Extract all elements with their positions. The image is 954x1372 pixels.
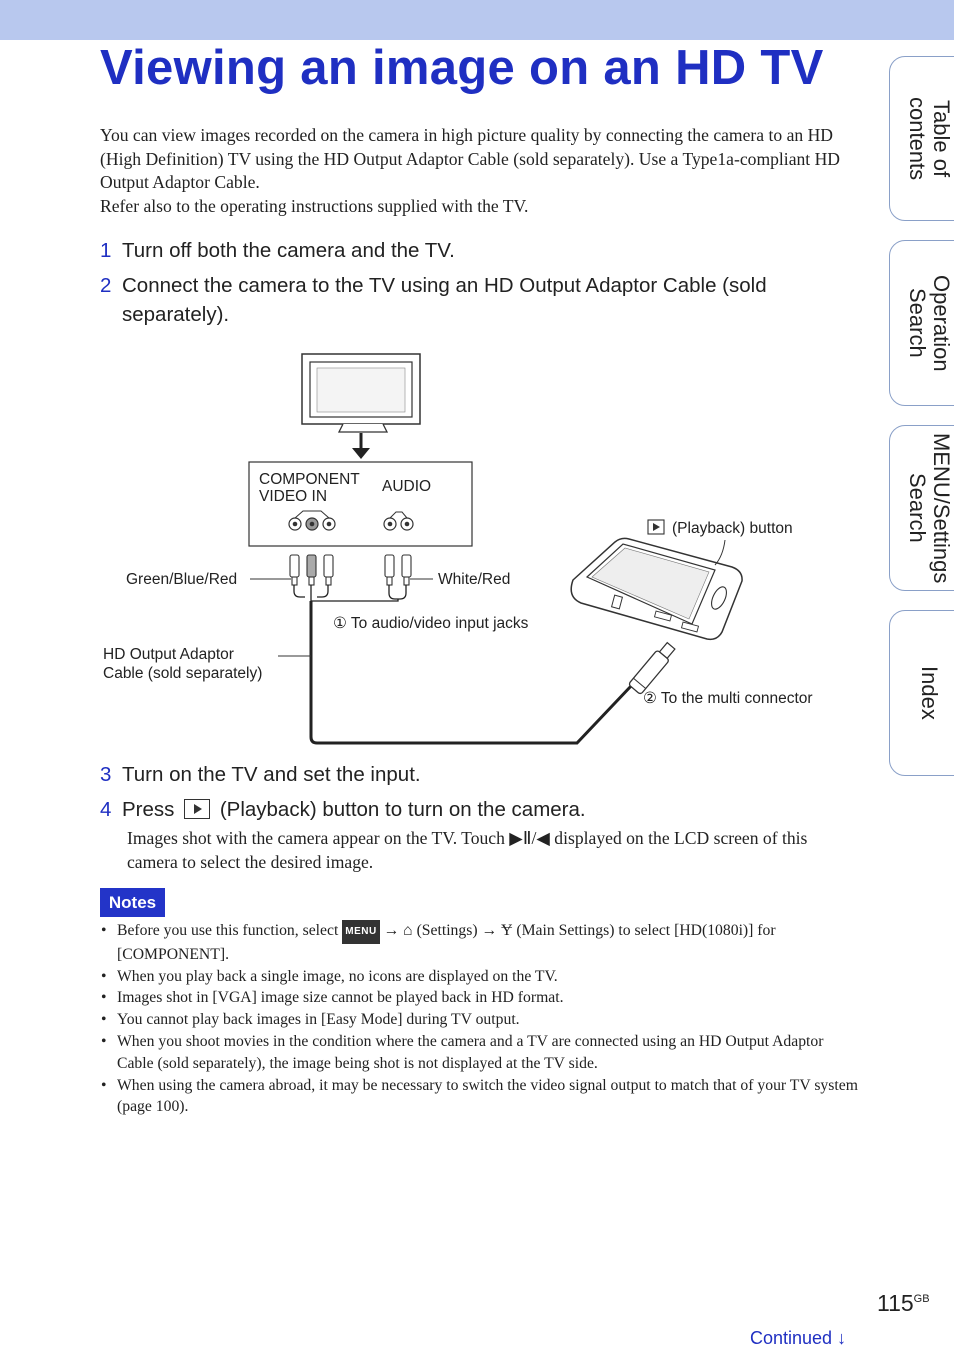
main-settings-icon: Ɏ [501,922,513,939]
down-arrow [352,433,370,459]
tab-label: Operation Search [905,274,954,372]
step-number: 4 [100,798,112,821]
playback-leader [714,539,726,566]
intro-paragraph-1: You can view images recorded on the came… [100,125,841,192]
intro-paragraph-2: Refer also to the operating instructions… [100,195,529,216]
tab-table-of-contents[interactable]: Table of contents [889,56,954,221]
audio-label: AUDIO [382,478,431,495]
page-suffix: GB [913,1293,930,1305]
header-bar [0,0,954,40]
step-number: 2 [100,274,112,297]
step-text-before: Press [122,798,175,821]
note-item: You cannot play back images in [Easy Mod… [100,1009,860,1031]
intro-text: You can view images recorded on the came… [100,124,860,218]
menu-icon: MENU [342,920,380,944]
step-text: Turn off both the camera and the TV. [122,239,455,262]
adaptor-cable [293,585,634,745]
notes-list: Before you use this function, select MEN… [100,920,860,1118]
playback-icon [647,519,665,535]
continued-link[interactable]: Continued ↓ [750,1328,847,1348]
step-4: 4 Press (Playback) button to turn on the… [100,795,860,824]
tv-illustration [301,353,421,433]
step-1: 1 Turn off both the camera and the TV. [100,236,860,265]
note-item: Before you use this function, select MEN… [100,920,860,966]
page-number-value: 115 [877,1290,914,1316]
to-av-jacks-label: ① To audio/video input jacks [333,615,529,632]
arrow-text: → [383,922,400,939]
green-blue-red-label: Green/Blue/Red [126,571,237,588]
step-text: Press (Playback) button to turn on the c… [122,795,860,824]
white-red-label: White/Red [438,571,510,588]
page-number: 115GB [877,1290,930,1317]
step-number: 1 [100,239,112,262]
tab-label: MENU/Settings Search [905,432,954,584]
step-3: 3 Turn on the TV and set the input. [100,760,860,789]
multi-connector-plug [628,641,676,695]
tv-input-panel [248,461,473,547]
to-multi-connector-label: ② To the multi connector [643,690,813,707]
tab-operation-search[interactable]: Operation Search [889,240,954,406]
note-text: (Main Settings) to select [HD(1080i)] fo… [117,922,776,963]
playback-icon [184,799,211,819]
step-text: Connect the camera to the TV using an HD… [122,274,767,326]
connection-diagram: COMPONENT VIDEO IN AUDIO [103,353,813,745]
notes-badge: Notes [100,888,165,917]
note-text: Before you use this function, select [117,922,339,939]
note-text: (Settings) → [416,922,498,939]
tab-menu-settings-search[interactable]: MENU/Settings Search [889,425,954,591]
note-item: When using the camera abroad, it may be … [100,1075,860,1119]
tab-label: Index [917,666,942,720]
page-title: Viewing an image on an HD TV [100,41,824,95]
camera-illustration [570,537,743,641]
tab-label: Table of contents [905,96,954,181]
tab-index[interactable]: Index [889,610,954,776]
video-in-label: VIDEO IN [259,488,327,505]
component-label: COMPONENT [259,471,360,488]
playback-button-label: (Playback) button [672,520,793,537]
cable-label-line-2: Cable (sold separately) [103,665,262,682]
settings-icon: ⌂ [403,922,413,939]
note-item: Images shot in [VGA] image size cannot b… [100,987,860,1009]
step-text: Turn on the TV and set the input. [122,763,421,786]
cable-label-line-1: HD Output Adaptor [103,646,234,663]
step-2: 2 Connect the camera to the TV using an … [100,271,860,329]
note-item: When you play back a single image, no ic… [100,966,860,988]
step-text-after: (Playback) button to turn on the camera. [219,798,586,821]
step-number: 3 [100,763,112,786]
step-4-description: Images shot with the camera appear on th… [127,828,808,872]
component-jacks [288,510,336,531]
audio-jacks [383,511,414,531]
rca-plugs [289,554,412,586]
note-item: When you shoot movies in the condition w… [100,1031,860,1075]
